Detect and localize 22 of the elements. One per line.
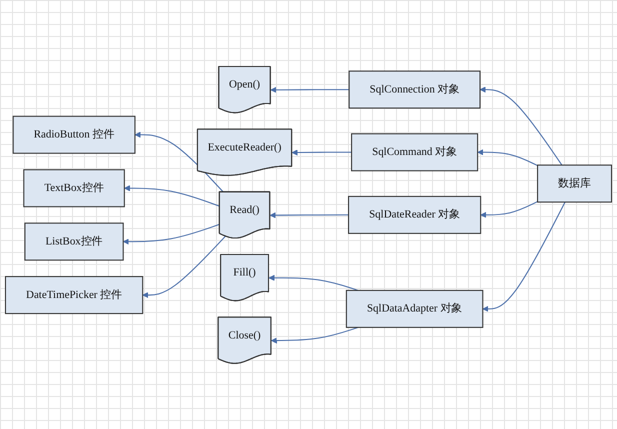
node-box: 数据库	[537, 164, 612, 202]
node-box: SqlConnection 对象	[348, 70, 481, 108]
arrow	[270, 212, 349, 218]
arrow	[268, 274, 358, 290]
node-box: ListBox控件	[24, 222, 124, 260]
node-box: SqlCommand 对象	[351, 132, 478, 171]
node-box: SqlDataAdapter 对象	[346, 290, 484, 328]
node-box: TextBox控件	[23, 168, 125, 207]
arrow	[142, 235, 226, 298]
arrow	[480, 200, 538, 218]
node-box: RadioButton 控件	[12, 115, 136, 154]
node-box: DateTimePicker 控件	[4, 276, 144, 314]
arrow	[271, 326, 358, 344]
arrow	[482, 201, 566, 312]
arrow	[292, 149, 352, 156]
arrow	[124, 184, 220, 206]
node-box: SqlDateReader 对象	[348, 196, 482, 234]
arrow	[480, 86, 562, 165]
arrow	[270, 86, 350, 92]
arrow	[477, 148, 538, 166]
arrow	[134, 131, 224, 192]
arrow	[122, 223, 220, 244]
